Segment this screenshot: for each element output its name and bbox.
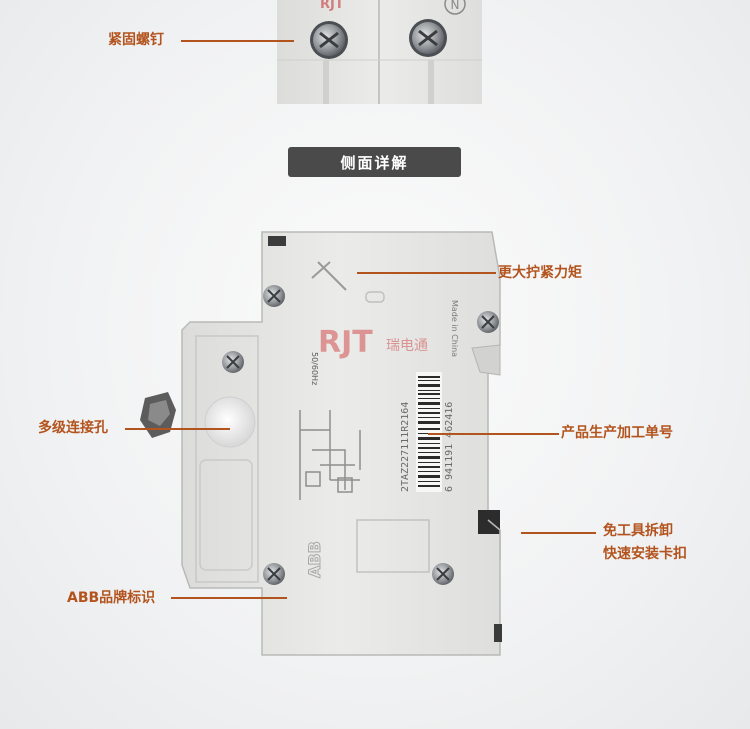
watermark-letters: RJT — [318, 325, 373, 360]
callout-torque: 更大拧紧力矩 — [498, 265, 582, 281]
side-breaker: 50/60Hz Made in China 2TAZ227111R2164 6 … — [140, 231, 502, 656]
top-breaker-crop: N RJT — [277, 0, 482, 104]
section-title: 侧面详解 — [288, 147, 461, 177]
abb-emboss: ABB — [305, 541, 324, 578]
callout-multi-hole-line — [125, 428, 230, 430]
callout-torque-line — [357, 272, 496, 274]
callout-abb-brand-line — [171, 597, 287, 599]
callout-serial-line — [428, 433, 559, 435]
callout-multi-hole: 多级连接孔 — [38, 420, 108, 436]
barcode — [416, 372, 442, 492]
callout-serial: 产品生产加工单号 — [561, 425, 673, 441]
callout-screw: 紧固螺钉 — [108, 32, 164, 48]
callout-tool-free-line2: 快速安装卡扣 — [603, 546, 687, 562]
callout-tool-free-line — [521, 532, 596, 534]
top-watermark: RJT — [320, 0, 344, 12]
callout-tool-free-line1: 免工具拆卸 — [603, 523, 673, 539]
terminal-n-mark: N — [451, 0, 460, 12]
callout-screw-line — [181, 40, 294, 42]
watermark-text: 瑞电通 — [386, 338, 428, 354]
watermark: RJT 瑞电通 — [318, 325, 428, 360]
callout-abb-brand: ABB品牌标识 — [67, 590, 156, 606]
made-in-label: Made in China — [450, 300, 459, 357]
barcode-number-label: 6 941191 462416 — [444, 402, 455, 492]
model-code-label: 2TAZ227111R2164 — [400, 402, 411, 492]
freq-label: 50/60Hz — [310, 352, 319, 385]
